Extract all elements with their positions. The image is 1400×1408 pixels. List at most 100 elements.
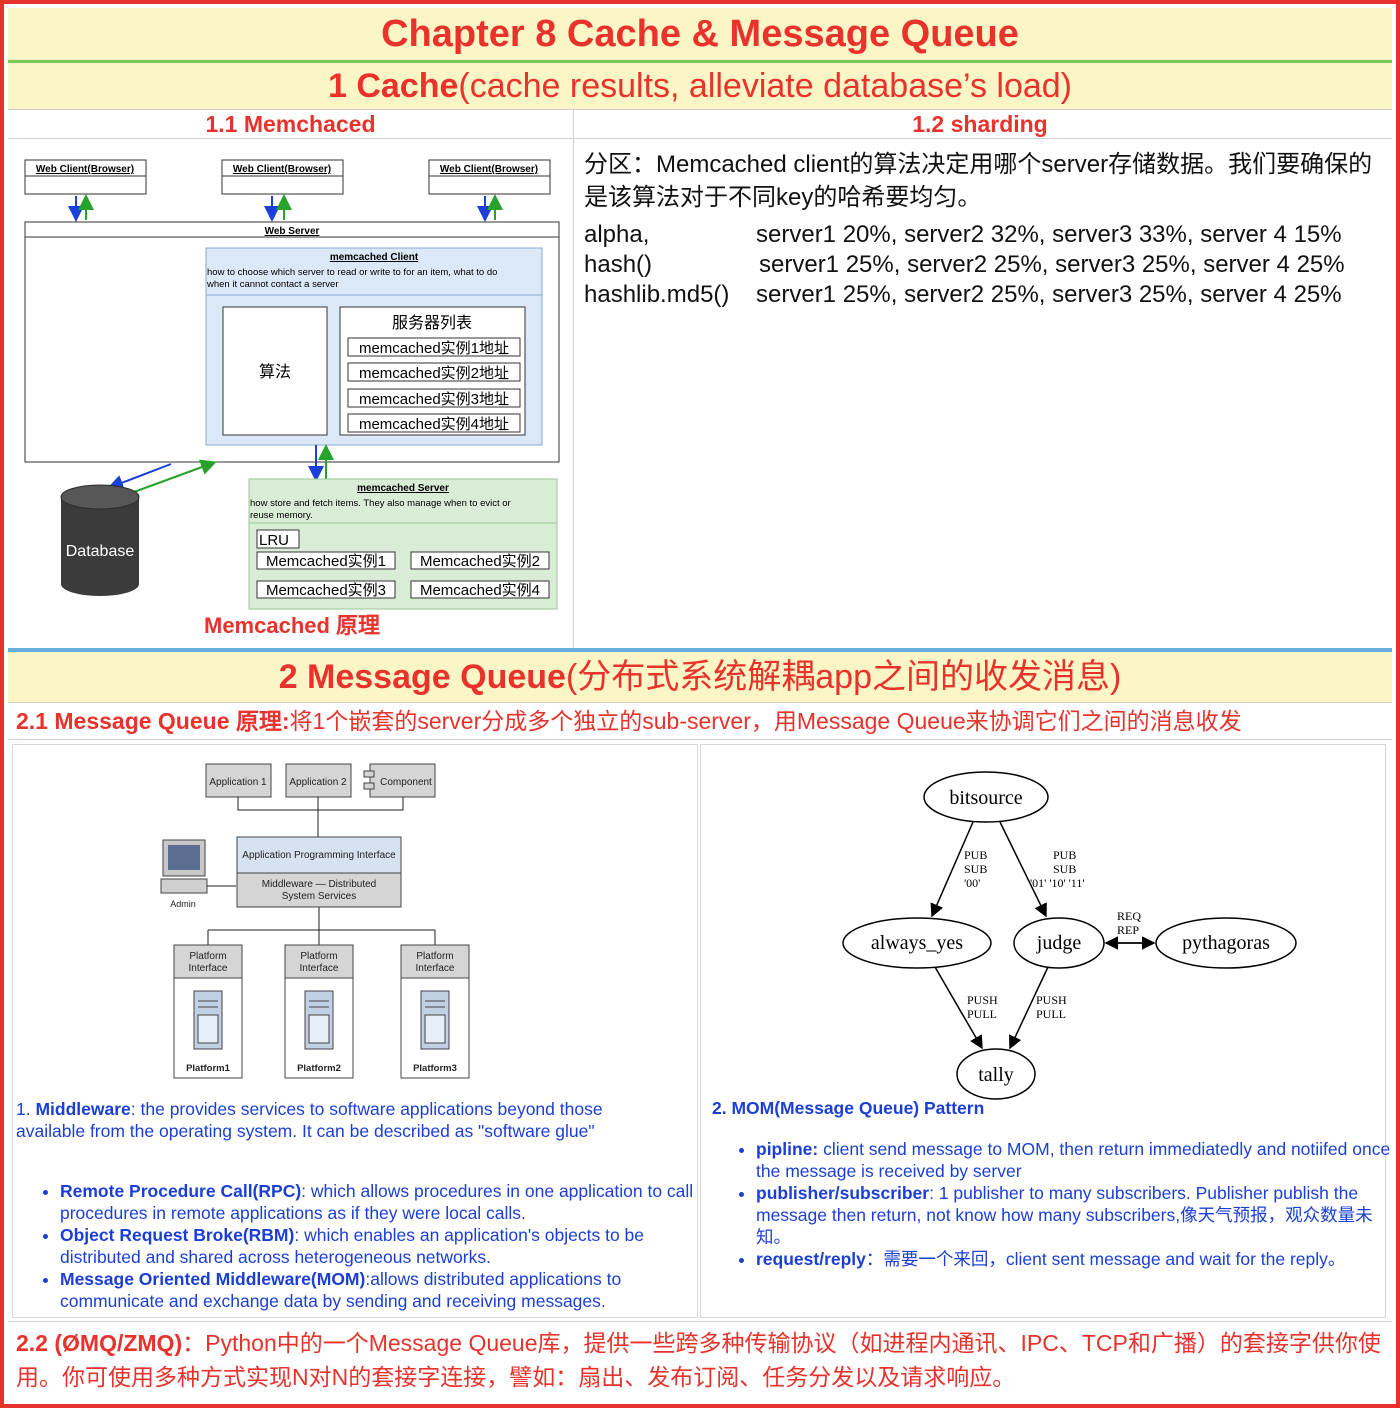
section-2-heading-bold: 2 Message Queue	[278, 658, 566, 696]
divider	[8, 1321, 1392, 1322]
divider	[8, 739, 1392, 740]
hash-method: hashlib.md5()	[584, 281, 730, 308]
svg-text:PUSH: PUSH	[967, 993, 998, 1007]
server-list-box: 服务器列表 memcached实例1地址 memcached实例2地址 memc…	[339, 306, 526, 436]
svg-text:Platform: Platform	[189, 951, 226, 962]
page-title: Chapter 8 Cache & Message Queue	[8, 8, 1392, 60]
svg-text:Platform1: Platform1	[186, 1063, 231, 1074]
mom-pattern-heading: 2. MOM(Message Queue) Pattern	[712, 1098, 985, 1118]
list-item-term: publisher/subscriber	[756, 1183, 930, 1203]
svg-text:how store and fetch items. The: how store and fetch items. They also man…	[250, 498, 511, 509]
svg-text:Platform: Platform	[416, 951, 453, 962]
mq-principle: 2.1 Message Queue 原理:将1个嵌套的server分成多个独立的…	[16, 704, 1242, 738]
hash-method: alpha,	[584, 221, 650, 248]
memcached-server-box: memcached Server how store and fetch ite…	[248, 478, 558, 610]
divider	[8, 702, 1392, 703]
svg-text:Application Programming Interf: Application Programming Interface	[242, 850, 396, 861]
section-1-heading-bold: 1 Cache	[327, 67, 459, 105]
svg-text:算法: 算法	[259, 362, 291, 381]
svg-text:Memcached实例3: Memcached实例3	[266, 582, 386, 599]
component-box: Component	[363, 763, 436, 798]
svg-text:Interface: Interface	[189, 963, 228, 974]
middleware-types-list: Remote Procedure Call(RPC): which allows…	[40, 1180, 710, 1312]
list-item: publisher/subscriber: 1 publisher to man…	[756, 1182, 1396, 1248]
graph-edge	[999, 821, 1047, 918]
divider	[8, 648, 1392, 652]
section-2-heading: 2 Message Queue(分布式系统解耦app之间的收发消息)	[8, 652, 1392, 702]
list-item: pipline: client send message to MOM, the…	[756, 1138, 1396, 1182]
svg-text:memcached实例2地址: memcached实例2地址	[359, 365, 509, 382]
svg-text:Interface: Interface	[300, 963, 339, 974]
list-item-term: Object Request Broke(RBM)	[60, 1225, 295, 1245]
svg-text:Database: Database	[66, 543, 135, 560]
svg-text:Application 1: Application 1	[209, 777, 267, 788]
svg-text:memcached Client: memcached Client	[330, 252, 419, 263]
svg-text:PUB: PUB	[964, 848, 987, 862]
svg-text:System Services: System Services	[282, 891, 356, 902]
sharding-column-title: 1.2 sharding	[912, 111, 1048, 137]
svg-text:'01' '10' '11': '01' '10' '11'	[1030, 876, 1085, 890]
mom-pattern-list: pipline: client send message to MOM, the…	[736, 1138, 1396, 1270]
memcached-caption: Memcached 原理	[204, 613, 380, 638]
application-box: Application 1	[205, 763, 272, 798]
middleware-term: Middleware	[35, 1099, 131, 1119]
svg-text:memcached实例4地址: memcached实例4地址	[359, 416, 509, 433]
list-item-term: Remote Procedure Call(RPC)	[60, 1181, 302, 1201]
list-item: Object Request Broke(RBM): which enables…	[60, 1224, 710, 1268]
list-item: Remote Procedure Call(RPC): which allows…	[60, 1180, 710, 1224]
svg-text:REQ: REQ	[1117, 909, 1141, 923]
svg-text:Web Client(Browser): Web Client(Browser)	[233, 164, 331, 175]
svg-text:when it cannot contact a serve: when it cannot contact a server	[206, 279, 339, 290]
mom-panel	[700, 744, 1386, 1318]
svg-text:Component: Component	[380, 777, 432, 788]
edge-label-req-rep: REQ REP	[1117, 909, 1141, 937]
svg-text:Application 2: Application 2	[289, 777, 347, 788]
divider	[8, 109, 1392, 110]
list-item-text: :allows distributed applications to comm…	[60, 1269, 622, 1311]
svg-text:SUB: SUB	[1053, 862, 1076, 876]
svg-text:PUB: PUB	[1053, 848, 1076, 862]
section-1-heading-light: (cache results, alleviate database’s loa…	[458, 67, 1073, 105]
graph-node-pythagoras: pythagoras	[1155, 917, 1297, 969]
svg-text:Web Server: Web Server	[265, 226, 320, 237]
graph-edge	[934, 966, 983, 1050]
svg-text:'00': '00'	[964, 876, 980, 890]
hash-method: hash()	[584, 251, 653, 278]
graph-node-judge: judge	[1013, 917, 1105, 969]
edge-label-pub-sub: PUB SUB '00'	[964, 848, 987, 890]
svg-text:服务器列表: 服务器列表	[392, 314, 472, 332]
list-item-term: request/reply	[756, 1249, 866, 1269]
edge-label-push-pull: PUSH PULL	[967, 993, 998, 1021]
svg-text:Memcached实例4: Memcached实例4	[420, 582, 540, 599]
edge-label-pub-sub: PUB SUB '01' '10' '11'	[1030, 848, 1085, 890]
divider	[8, 60, 1392, 63]
svg-text:always_yes: always_yes	[871, 932, 963, 954]
svg-text:Interface: Interface	[416, 963, 455, 974]
svg-text:pythagoras: pythagoras	[1182, 932, 1270, 954]
list-item-text: : which enables an application's objects…	[60, 1225, 645, 1267]
svg-text:Admin: Admin	[170, 899, 196, 909]
svg-text:Middleware — Distributed: Middleware — Distributed	[262, 879, 377, 890]
svg-text:SUB: SUB	[964, 862, 987, 876]
divider	[8, 138, 1392, 139]
svg-text:PULL: PULL	[1036, 1007, 1066, 1021]
web-client-box: Web Client(Browser)	[428, 159, 551, 195]
algorithm-box: 算法	[222, 306, 328, 436]
svg-text:Platform3: Platform3	[413, 1063, 457, 1074]
list-item-term: pipline:	[756, 1139, 819, 1159]
admin-computer-icon: Admin	[160, 839, 236, 909]
svg-text:memcached实例1地址: memcached实例1地址	[359, 340, 509, 357]
list-item: Message Oriented Middleware(MOM):allows …	[60, 1268, 710, 1312]
svg-text:Platform2: Platform2	[297, 1063, 341, 1074]
zmq-text: ：Python中的一个Message Queue库，提供一些跨多种传输协议（如进…	[16, 1330, 1381, 1390]
middleware-definition: : the provides services to software appl…	[16, 1099, 603, 1141]
svg-text:reuse memory.: reuse memory.	[250, 510, 313, 521]
svg-text:memcached实例3地址: memcached实例3地址	[359, 391, 509, 408]
svg-text:Platform: Platform	[300, 951, 337, 962]
svg-text:REP: REP	[1117, 923, 1139, 937]
edge-label-push-pull: PUSH PULL	[1036, 993, 1067, 1021]
